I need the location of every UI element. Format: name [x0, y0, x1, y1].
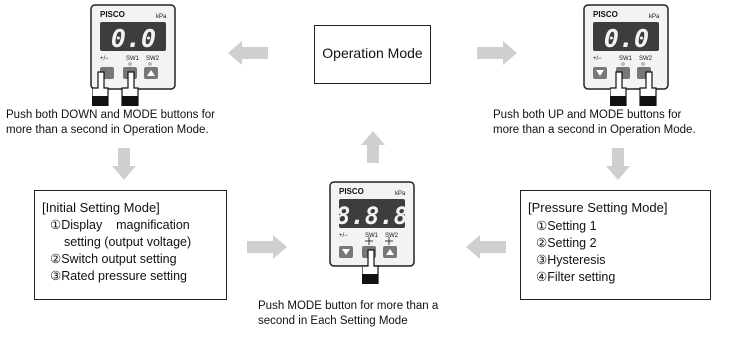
svg-text:+/−: +/− [339, 233, 348, 239]
brand-logo: PISCO [339, 187, 364, 196]
left-caption: Push both DOWN and MODE buttons for more… [6, 109, 216, 136]
svg-text:kPa: kPa [395, 191, 406, 197]
list-item: ①Display magnification [50, 218, 190, 232]
arrow-down-left [112, 148, 136, 180]
finger-icon [362, 249, 379, 284]
svg-text:+/−: +/− [593, 56, 602, 62]
list-item: ④Filter setting [536, 270, 616, 284]
list-item: ③Hysteresis [536, 253, 606, 267]
svg-text:SW1: SW1 [126, 56, 140, 62]
svg-text:SW1: SW1 [619, 56, 633, 62]
operation-mode-label: Operation Mode [322, 45, 423, 61]
arrow-right-bottom [247, 235, 287, 259]
right-caption: Push both UP and MODE buttons for more t… [493, 109, 696, 136]
svg-text:kPa: kPa [649, 14, 660, 20]
pressure-setting-list: ①Setting 1 ②Setting 2 ③Hysteresis ④Filte… [536, 218, 615, 286]
list-item: ①Setting 1 [536, 219, 597, 233]
arrow-down-right [606, 148, 630, 180]
brand-logo: PISCO [593, 10, 618, 19]
list-item: ②Setting 2 [536, 236, 597, 250]
svg-text:+/−: +/− [100, 56, 109, 62]
initial-setting-title: [Initial Setting Mode] [42, 200, 160, 215]
svg-text:kPa: kPa [156, 14, 167, 20]
arrow-right-top [477, 41, 517, 65]
arrow-left-top [228, 41, 268, 65]
brand-logo: PISCO [100, 10, 125, 19]
list-item: ③Rated pressure setting [50, 269, 187, 283]
pressure-sensor-device-right: PISCO kPa 0.0 +/− SW1 SW2 [583, 4, 669, 96]
pressure-setting-title: [Pressure Setting Mode] [528, 200, 668, 215]
operation-mode-box: Operation Mode [314, 25, 431, 84]
svg-text:SW2: SW2 [146, 56, 160, 62]
finger-icon [610, 71, 657, 106]
initial-setting-list: ①Display magnification setting (output v… [50, 217, 191, 285]
list-item: ②Switch output setting [50, 252, 177, 266]
arrow-left-bottom [466, 235, 506, 259]
display-digits: 0.0 [111, 24, 156, 53]
bottom-caption: Push MODE button for more than a second … [258, 300, 439, 327]
initial-setting-mode-box: [Initial Setting Mode] ①Display magnific… [34, 190, 227, 300]
arrow-up-center [361, 131, 385, 163]
finger-icon [92, 71, 139, 106]
svg-text:SW1: SW1 [365, 233, 379, 239]
pressure-setting-mode-box: [Pressure Setting Mode] ①Setting 1 ②Sett… [520, 190, 711, 300]
display-digits: 8.8.8 [336, 202, 408, 230]
svg-text:SW2: SW2 [385, 233, 399, 239]
svg-text:SW2: SW2 [639, 56, 653, 62]
display-digits: 0.0 [604, 24, 649, 53]
list-item: setting (output voltage) [64, 235, 192, 249]
pressure-sensor-device-center: PISCO kPa 8.8.8 +/− SW1 SW2 [329, 181, 415, 269]
